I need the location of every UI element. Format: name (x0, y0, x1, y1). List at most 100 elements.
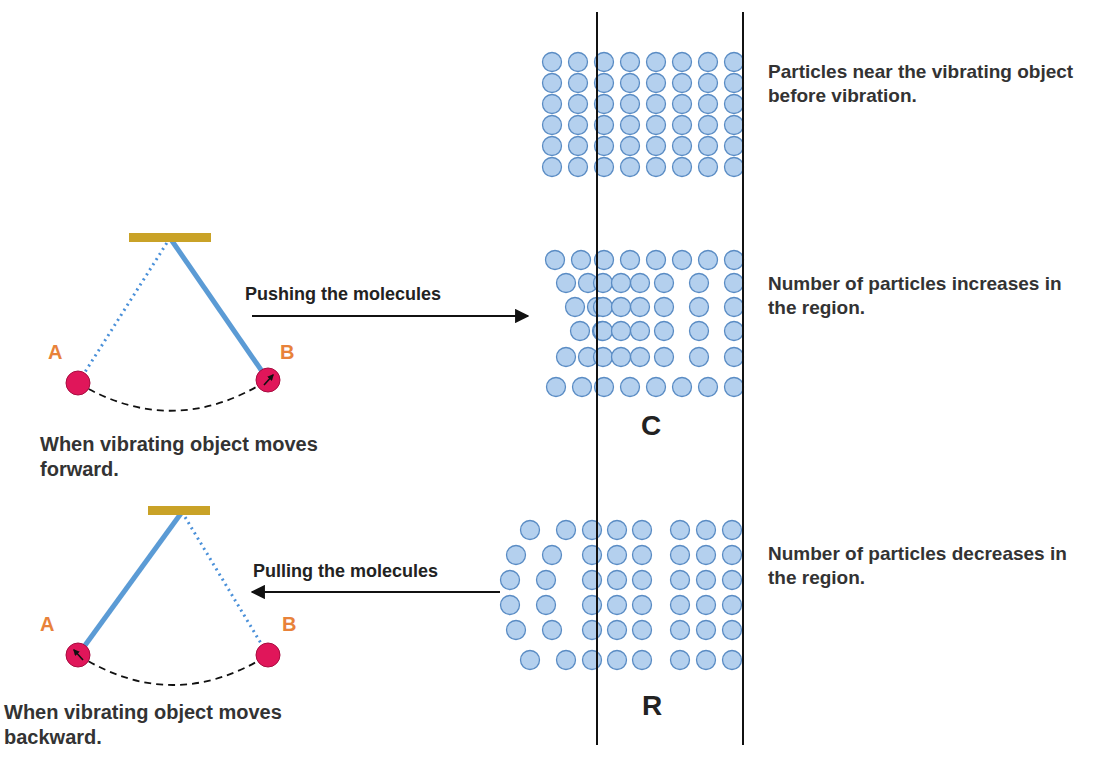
particle (569, 74, 588, 93)
particle (655, 322, 674, 341)
particle (699, 116, 718, 135)
particle (569, 116, 588, 135)
particle (501, 571, 520, 590)
particle (566, 298, 585, 317)
particle-grid (501, 53, 744, 670)
particle (699, 53, 718, 72)
particle (690, 348, 709, 367)
region-letter: C (641, 408, 661, 443)
particle (673, 74, 692, 93)
particle (633, 571, 652, 590)
particle (673, 158, 692, 177)
particle (673, 53, 692, 72)
particle (583, 521, 602, 540)
particle (573, 378, 592, 397)
particle (671, 596, 690, 615)
particle (583, 571, 602, 590)
particle (647, 251, 666, 270)
particle (725, 137, 744, 156)
particle (608, 521, 627, 540)
particle (725, 53, 744, 72)
particle (647, 158, 666, 177)
particle (557, 651, 576, 670)
particle (621, 53, 640, 72)
particle (673, 251, 692, 270)
particle (543, 137, 562, 156)
particle (655, 274, 674, 293)
particle (608, 651, 627, 670)
particle (631, 274, 650, 293)
particle (647, 378, 666, 397)
particle (633, 546, 652, 565)
particle (699, 74, 718, 93)
particle (647, 116, 666, 135)
particle (621, 137, 640, 156)
particle (633, 621, 652, 640)
particle (593, 322, 612, 341)
particle (699, 95, 718, 114)
particle (690, 274, 709, 293)
arrow-label: Pushing the molecules (245, 283, 441, 306)
particle (621, 158, 640, 177)
particle (690, 298, 709, 317)
particle (543, 116, 562, 135)
particle (621, 251, 640, 270)
particle (697, 621, 716, 640)
particle (569, 95, 588, 114)
particle (725, 116, 744, 135)
particle (557, 348, 576, 367)
particle (671, 521, 690, 540)
particle (671, 546, 690, 565)
particle (631, 348, 650, 367)
particle (647, 74, 666, 93)
particle (543, 621, 562, 640)
particle (621, 378, 640, 397)
particle (521, 651, 540, 670)
particle (723, 596, 742, 615)
particle (608, 621, 627, 640)
particle (723, 546, 742, 565)
particle (723, 651, 742, 670)
particle (647, 137, 666, 156)
particle (569, 53, 588, 72)
region-note: Particles near the vibrating object befo… (768, 60, 1098, 108)
particle (608, 596, 627, 615)
particle (723, 621, 742, 640)
point-label: A (40, 612, 54, 637)
region-line (596, 12, 598, 745)
particle (537, 571, 556, 590)
particle (673, 378, 692, 397)
particle (725, 74, 744, 93)
region-note: Number of particles decreases in the reg… (768, 542, 1093, 590)
particle (697, 546, 716, 565)
particle (633, 596, 652, 615)
pull-arrow (252, 591, 500, 593)
particle (631, 298, 650, 317)
particle (697, 596, 716, 615)
particle (633, 521, 652, 540)
particle (569, 158, 588, 177)
particle (655, 298, 674, 317)
particle (571, 322, 590, 341)
caption-note: When vibrating object moves backward. (4, 700, 364, 750)
particle (631, 322, 650, 341)
particle (543, 95, 562, 114)
particle (612, 298, 631, 317)
particle (725, 274, 744, 293)
particle (725, 251, 744, 270)
particle (583, 621, 602, 640)
particle (725, 322, 744, 341)
particle (673, 95, 692, 114)
particle (723, 521, 742, 540)
pendulum-backward (66, 506, 280, 685)
particle (583, 651, 602, 670)
region-note: Number of particles increases in the reg… (768, 272, 1093, 320)
particle (608, 546, 627, 565)
particle (501, 596, 520, 615)
particle (507, 621, 526, 640)
particle (543, 546, 562, 565)
particle (621, 116, 640, 135)
particle (608, 571, 627, 590)
particle (572, 251, 591, 270)
